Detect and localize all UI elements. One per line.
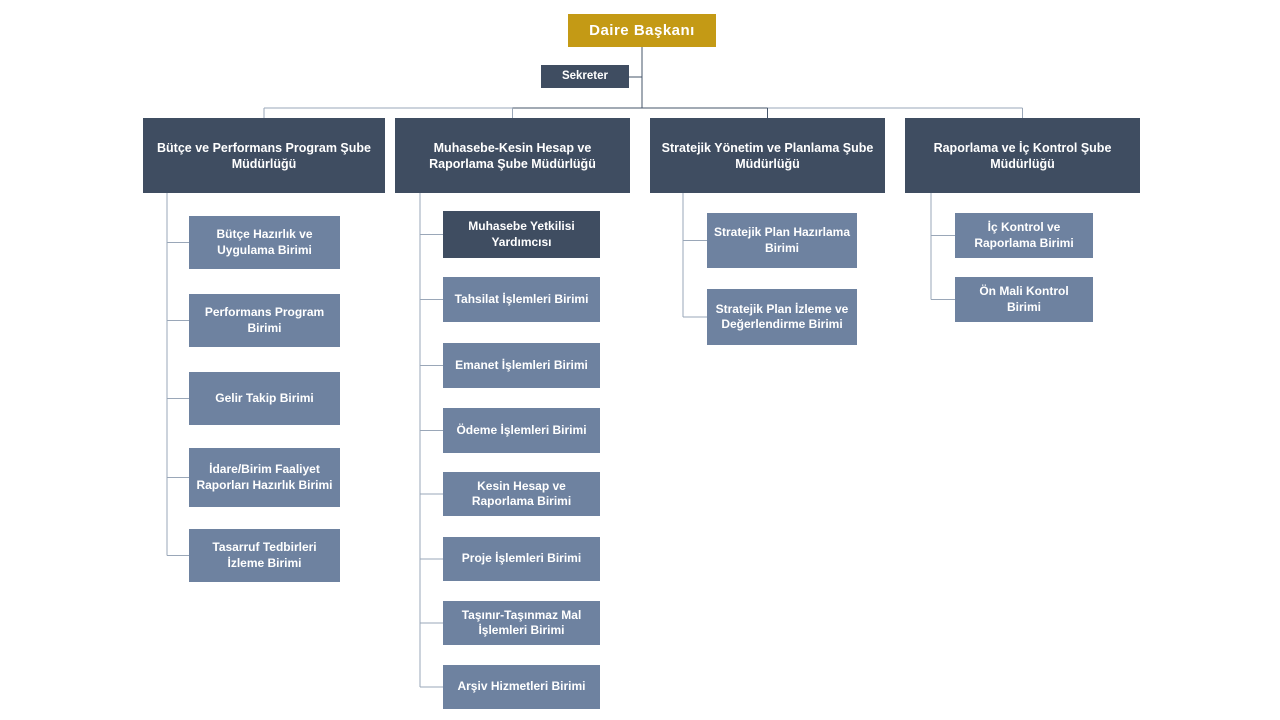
node-branch-2-child-3: Emanet İşlemleri Birimi: [443, 343, 600, 388]
node-branch-3-child-1: Stratejik Plan Hazırlama Birimi: [707, 213, 857, 268]
node-branch-2-child-1: Muhasebe Yetkilisi Yardımcısı: [443, 211, 600, 258]
node-label: Muhasebe-Kesin Hesap ve Raporlama Şube M…: [429, 140, 596, 171]
node-branch-2: Muhasebe-Kesin Hesap ve Raporlama Şube M…: [395, 118, 630, 193]
node-branch-2-child-2: Tahsilat İşlemleri Birimi: [443, 277, 600, 322]
node-label: Tasarruf Tedbirleri İzleme Birimi: [212, 540, 317, 570]
node-label: Stratejik Plan Hazırlama Birimi: [713, 225, 851, 255]
node-label: Ön Mali Kontrol Birimi: [979, 284, 1069, 314]
node-label: Stratejik Plan İzleme ve Değerlendirme B…: [715, 301, 849, 331]
node-branch-3: Stratejik Yönetim ve Planlama Şube Müdür…: [650, 118, 885, 193]
node-branch-1-child-4: İdare/Birim Faaliyet Raporları Hazırlık …: [189, 448, 340, 507]
node-label: Proje İşlemleri Birimi: [461, 551, 582, 566]
node-daire-baskani: Daire Başkanı: [568, 14, 716, 47]
node-label: Taşınır-Taşınmaz Mal İşlemleri Birimi: [461, 607, 582, 637]
node-label: Kesin Hesap ve Raporlama Birimi: [471, 478, 572, 508]
node-label: Muhasebe Yetkilisi Yardımcısı: [468, 219, 575, 249]
node-branch-1-child-3: Gelir Takip Birimi: [189, 372, 340, 425]
node-label: Performans Program Birimi: [204, 305, 325, 335]
node-label: Stratejik Yönetim ve Planlama Şube Müdür…: [661, 140, 874, 171]
node-branch-3-child-2: Stratejik Plan İzleme ve Değerlendirme B…: [707, 289, 857, 345]
node-branch-2-child-7: Taşınır-Taşınmaz Mal İşlemleri Birimi: [443, 601, 600, 645]
node-label: Tahsilat İşlemleri Birimi: [454, 291, 589, 306]
node-label: Bütçe ve Performans Program Şube Müdürlü…: [157, 140, 371, 171]
node-branch-4-child-1: İç Kontrol ve Raporlama Birimi: [955, 213, 1093, 258]
node-branch-4-child-2: Ön Mali Kontrol Birimi: [955, 277, 1093, 322]
node-label: Gelir Takip Birimi: [215, 390, 314, 405]
node-branch-1-child-2: Performans Program Birimi: [189, 294, 340, 347]
node-branch-1: Bütçe ve Performans Program Şube Müdürlü…: [143, 118, 385, 193]
node-branch-4: Raporlama ve İç Kontrol Şube Müdürlüğü: [905, 118, 1140, 193]
node-branch-1-child-1: Bütçe Hazırlık ve Uygulama Birimi: [189, 216, 340, 269]
node-label: Bütçe Hazırlık ve Uygulama Birimi: [216, 227, 313, 257]
node-branch-2-child-6: Proje İşlemleri Birimi: [443, 537, 600, 581]
node-branch-2-child-8: Arşiv Hizmetleri Birimi: [443, 665, 600, 709]
node-label: Ödeme İşlemleri Birimi: [456, 422, 587, 437]
node-label: Sekreter: [561, 70, 609, 83]
node-label: İdare/Birim Faaliyet Raporları Hazırlık …: [196, 462, 333, 492]
node-label: İç Kontrol ve Raporlama Birimi: [974, 220, 1074, 250]
node-branch-2-child-4: Ödeme İşlemleri Birimi: [443, 408, 600, 453]
node-label: Raporlama ve İç Kontrol Şube Müdürlüğü: [933, 140, 1112, 171]
node-sekreter: Sekreter: [541, 65, 629, 88]
node-label: Emanet İşlemleri Birimi: [455, 357, 588, 372]
node-branch-2-child-5: Kesin Hesap ve Raporlama Birimi: [443, 472, 600, 516]
node-label: Arşiv Hizmetleri Birimi: [457, 679, 586, 694]
node-label: Daire Başkanı: [589, 21, 695, 39]
node-branch-1-child-5: Tasarruf Tedbirleri İzleme Birimi: [189, 529, 340, 582]
